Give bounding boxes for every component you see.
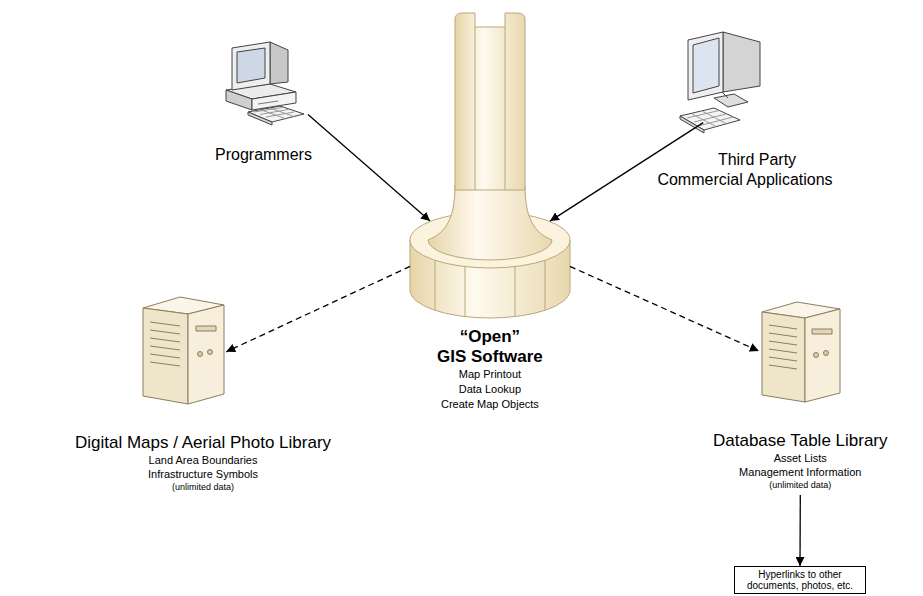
monitor-icon — [678, 28, 768, 138]
drawing-part — [260, 110, 284, 119]
drawing-part — [248, 106, 304, 122]
node-title: Digital Maps / Aerial Photo Library — [75, 432, 331, 453]
drawing-part — [703, 112, 727, 125]
node-title: Programmers — [215, 145, 312, 165]
node-detail: Map Printout — [437, 367, 543, 382]
drawing-part — [150, 362, 180, 366]
drawing-part — [762, 312, 805, 402]
drawing-part — [762, 302, 840, 402]
node-detail: Create Map Objects — [437, 397, 543, 412]
arrow — [308, 115, 430, 222]
drawing-part — [545, 260, 546, 310]
drawing-part — [258, 101, 278, 104]
drawing-part — [769, 325, 797, 329]
drawing-part — [150, 338, 180, 342]
drawing-part — [150, 330, 180, 334]
dashed-arrow — [226, 266, 410, 351]
arrow — [799, 495, 801, 566]
drawing-part — [232, 42, 270, 90]
drawing-part — [248, 112, 272, 125]
desktop-computer-icon — [218, 38, 308, 128]
node-detail: Infrastructure Symbols — [75, 467, 331, 481]
gis-pillar — [405, 5, 575, 320]
drawing-part — [769, 333, 797, 337]
node-detail: (unlimited data) — [713, 479, 888, 491]
node-detail: Management Information — [713, 465, 888, 479]
node-detail: Data Lookup — [437, 382, 543, 397]
drawing-part — [226, 42, 304, 125]
drawing-part — [270, 42, 288, 84]
drawing-part — [515, 267, 516, 317]
drawing-part — [722, 92, 728, 98]
drawing-part — [143, 308, 188, 404]
node-detail: GIS Software — [437, 347, 543, 367]
drawing-part — [237, 48, 265, 83]
note-box: Hyperlinks to other documents, photos, e… — [734, 566, 866, 594]
drawing-part — [769, 357, 797, 361]
drawing-part — [150, 354, 180, 358]
dashed-arrow — [570, 266, 759, 351]
drawing-part — [270, 108, 294, 117]
drawing-part — [723, 32, 760, 92]
drawing-part — [505, 27, 506, 190]
actor-icon-node: Programmers — [215, 38, 312, 165]
drawing-part — [714, 94, 748, 107]
drawing-part — [226, 90, 252, 110]
drawing-part — [769, 341, 797, 345]
drawing-part — [208, 350, 213, 355]
drawing-part — [688, 32, 723, 100]
drawing-part — [198, 352, 203, 357]
drawing-part — [428, 185, 552, 260]
drawing-part — [143, 297, 224, 404]
drawing-part — [769, 365, 797, 369]
drawing-part — [769, 349, 797, 353]
server-tower-icon — [757, 297, 845, 405]
server-tower-icon — [138, 292, 228, 407]
drawing-part — [188, 305, 224, 404]
node-title: Database Table Library — [713, 430, 888, 451]
server-node: Digital Maps / Aerial Photo LibraryLand … — [75, 292, 331, 493]
software-pillar-node: “Open”GIS SoftwareMap PrintoutData Looku… — [437, 5, 543, 412]
node-detail: (unlimited data) — [75, 481, 331, 493]
drawing-part — [196, 326, 216, 331]
node-title: Hyperlinks to other documents, photos, e… — [741, 569, 859, 591]
drawing-part — [824, 351, 829, 356]
drawing-part — [693, 38, 719, 93]
drawing-part — [150, 322, 180, 326]
drawing-part — [410, 13, 570, 318]
drawing-part — [805, 309, 840, 402]
actor-icon-node: Third Party Commercial Applications — [654, 28, 836, 190]
drawing-part — [814, 353, 819, 358]
drawing-part — [680, 108, 740, 130]
drawing-part — [465, 267, 466, 317]
drawing-part — [435, 260, 436, 310]
drawing-part — [475, 27, 476, 190]
drawing-part — [150, 346, 180, 350]
drawing-part — [680, 32, 760, 133]
node-title: Third Party Commercial Applications — [654, 150, 836, 190]
node-title: “Open” — [437, 327, 543, 347]
server-node: Database Table LibraryAsset ListsManagem… — [713, 297, 888, 491]
node-detail: Asset Lists — [713, 451, 888, 465]
drawing-part — [812, 329, 832, 334]
drawing-part — [455, 13, 525, 190]
node-detail: Land Area Boundaries — [75, 453, 331, 467]
